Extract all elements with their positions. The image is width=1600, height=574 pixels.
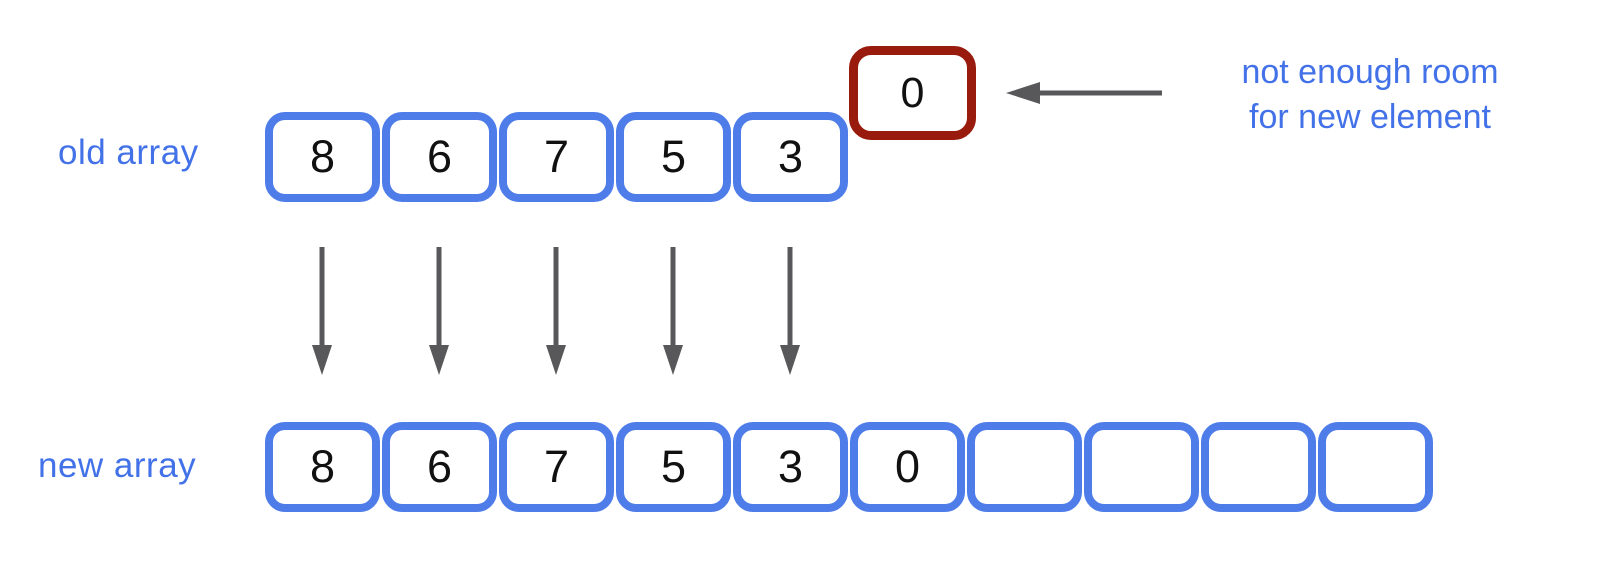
down-arrow-icon: [429, 247, 449, 375]
new-array-cell: [1084, 422, 1199, 512]
new-array-cell: 3: [733, 422, 848, 512]
new-array-cell: [1318, 422, 1433, 512]
annotation-line-2: for new element: [1249, 98, 1491, 136]
overflow-cell: 0: [849, 46, 976, 140]
new-array-cell: 0: [850, 422, 965, 512]
new-array-cell: [967, 422, 1082, 512]
down-arrow-icon: [780, 247, 800, 375]
left-arrow-icon: [1006, 82, 1162, 104]
down-arrow-icon: [663, 247, 683, 375]
old-array-cell: 6: [382, 112, 497, 202]
old-array-label: old array: [58, 133, 199, 172]
annotation-line-1: not enough room: [1241, 53, 1499, 91]
down-arrow-icon: [312, 247, 332, 375]
new-array-cell: 7: [499, 422, 614, 512]
old-array-cell: 8: [265, 112, 380, 202]
new-array-row: 8 6 7 5 3 0: [265, 422, 1433, 512]
new-array-cell: [1201, 422, 1316, 512]
old-array-cell: 5: [616, 112, 731, 202]
new-array-cell: 5: [616, 422, 731, 512]
down-arrow-icon: [546, 247, 566, 375]
new-array-cell: 6: [382, 422, 497, 512]
old-array-cell: 3: [733, 112, 848, 202]
new-array-label: new array: [38, 446, 197, 485]
old-array-cell: 7: [499, 112, 614, 202]
new-array-cell: 8: [265, 422, 380, 512]
old-array-row: 8 6 7 5 3: [265, 112, 848, 202]
overflow-annotation: not enough room for new element: [1180, 50, 1560, 140]
